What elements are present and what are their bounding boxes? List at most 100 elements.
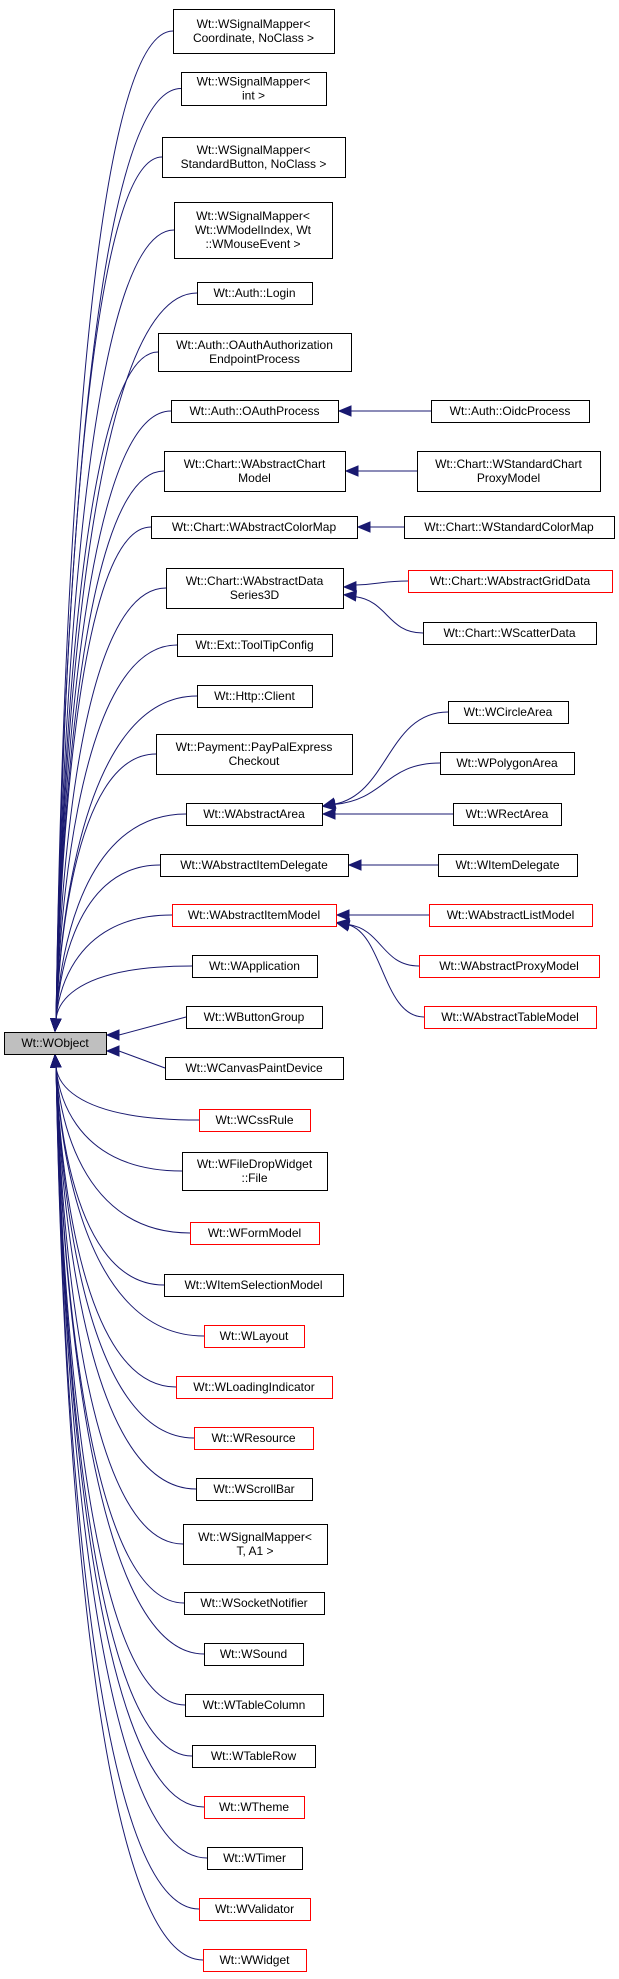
class-node[interactable]: Wt::WTimer [207, 1847, 303, 1870]
class-node-box [197, 685, 313, 708]
class-node[interactable]: Wt::WFileDropWidget::File [182, 1152, 328, 1191]
class-node[interactable]: Wt::WCircleArea [448, 701, 569, 724]
class-node[interactable]: Wt::Chart::WStandardColorMap [404, 516, 615, 539]
class-node[interactable]: Wt::WAbstractArea [186, 803, 323, 826]
class-node[interactable]: Wt::WAbstractListModel [429, 904, 593, 927]
class-node[interactable]: Wt::Auth::OidcProcess [431, 400, 590, 423]
class-node-label: Wt::WModelIndex, Wt [195, 223, 312, 237]
class-node-root: Wt::WObject [4, 1032, 107, 1055]
class-node-box [440, 752, 575, 775]
class-node-box [156, 734, 353, 775]
class-node-label: Wt::WLayout [220, 1329, 289, 1343]
class-node[interactable]: Wt::WItemDelegate [438, 854, 578, 877]
class-node[interactable]: Wt::WCanvasPaintDevice [165, 1057, 344, 1080]
class-node-box [151, 516, 358, 539]
class-node[interactable]: Wt::WCssRule [199, 1109, 311, 1132]
class-node-box [194, 1427, 314, 1450]
inheritance-edge [50, 965, 193, 1033]
class-node[interactable]: Wt::WItemSelectionModel [164, 1274, 344, 1297]
class-node[interactable]: Wt::WTheme [204, 1796, 305, 1819]
class-node-label: Wt::WTimer [223, 1851, 286, 1865]
class-node-box [408, 570, 613, 593]
class-node[interactable]: Wt::WAbstractTableModel [424, 1006, 597, 1029]
class-node[interactable]: Wt::WValidator [199, 1898, 311, 1921]
class-node[interactable]: Wt::WFormModel [190, 1222, 320, 1245]
class-node[interactable]: Wt::WSignalMapper<T, A1 > [183, 1524, 328, 1565]
class-node[interactable]: Wt::WResource [194, 1427, 314, 1450]
class-node[interactable]: Wt::WSignalMapper<int > [181, 72, 327, 106]
class-node-box [448, 701, 569, 724]
class-node-label: Wt::Chart::WAbstractGridData [430, 574, 591, 588]
class-node[interactable]: Wt::WSignalMapper<StandardButton, NoClas… [162, 137, 346, 178]
arrow-head [321, 799, 337, 811]
class-node[interactable]: Wt::WAbstractProxyModel [419, 955, 600, 978]
class-node[interactable]: Wt::Auth::Login [197, 282, 313, 305]
arrow-head [50, 1053, 62, 1068]
class-node[interactable]: Wt::Ext::ToolTipConfig [177, 634, 333, 657]
class-node[interactable]: Wt::WSocketNotifier [184, 1592, 325, 1615]
class-node-box [176, 1376, 333, 1399]
arrow-head [321, 808, 336, 820]
class-node-label: Wt::WAbstractItemDelegate [180, 858, 328, 872]
class-node-label: T, A1 > [236, 1544, 273, 1558]
class-node[interactable]: Wt::WApplication [192, 955, 318, 978]
class-node-label: Wt::Payment::PayPalExpress [176, 740, 333, 754]
class-node-box [453, 803, 562, 826]
class-node[interactable]: Wt::Auth::OAuthAuthorizationEndpointProc… [158, 333, 352, 372]
inheritance-edge [321, 808, 453, 820]
class-node-box [166, 568, 344, 609]
class-node[interactable]: Wt::WAbstractItemModel [172, 904, 337, 927]
class-node-label: Model [238, 471, 271, 485]
arrow-head [105, 1045, 120, 1057]
class-node[interactable]: Wt::WSound [204, 1643, 304, 1666]
class-node-label: Wt::Ext::ToolTipConfig [195, 638, 313, 652]
inheritance-edge [335, 909, 429, 921]
class-node[interactable]: Wt::WRectArea [453, 803, 562, 826]
class-node-label: Wt::WScrollBar [213, 1482, 294, 1496]
class-node[interactable]: Wt::WLoadingIndicator [176, 1376, 333, 1399]
class-node[interactable]: Wt::Chart::WAbstractGridData [408, 570, 613, 593]
class-node-box [192, 1745, 316, 1768]
class-node[interactable]: Wt::WLayout [204, 1325, 305, 1348]
class-node-box [186, 803, 323, 826]
class-node-label: Wt::WSignalMapper< [196, 209, 310, 223]
arrow-head [344, 465, 359, 477]
class-node-label: Wt::WRectArea [466, 807, 549, 821]
class-node[interactable]: Wt::WSignalMapper<Coordinate, NoClass > [173, 9, 335, 54]
class-node-label: Wt::Chart::WAbstractData [186, 574, 324, 588]
class-node-label: Wt::WResource [211, 1431, 295, 1445]
class-node[interactable]: Wt::WTableRow [192, 1745, 316, 1768]
inheritance-edge [50, 1053, 205, 1655]
inheritance-edge [335, 918, 420, 967]
class-node[interactable]: Wt::WButtonGroup [186, 1006, 323, 1029]
class-node[interactable]: Wt::Chart::WAbstractColorMap [151, 516, 358, 539]
inheritance-edge [50, 864, 161, 1033]
class-node[interactable]: Wt::Http::Client [197, 685, 313, 708]
class-node-box [424, 1006, 597, 1029]
class-node[interactable]: Wt::WTableColumn [185, 1694, 324, 1717]
class-node-label: Wt::Chart::WStandardColorMap [424, 520, 594, 534]
class-node[interactable]: Wt::WPolygonArea [440, 752, 575, 775]
class-node-label: Wt::WSignalMapper< [197, 17, 311, 31]
class-node-box [164, 451, 346, 492]
class-node-label: Wt::WSignalMapper< [198, 1530, 312, 1544]
class-node-label: int > [242, 89, 265, 103]
inheritance-edge [50, 1053, 205, 1808]
inheritance-edge [321, 762, 441, 811]
inheritance-edge [50, 1053, 200, 1910]
class-node[interactable]: Wt::WScrollBar [196, 1478, 313, 1501]
inheritance-edge [105, 1016, 187, 1041]
class-node[interactable]: Wt::Chart::WScatterData [423, 622, 597, 645]
class-node[interactable]: Wt::Auth::OAuthProcess [171, 400, 339, 423]
arrow-head [342, 581, 357, 593]
class-node[interactable]: Wt::WWidget [203, 1949, 307, 1972]
class-node-label: Wt::Auth::OidcProcess [450, 404, 571, 418]
class-node-box [204, 1643, 304, 1666]
class-node-box [199, 1109, 311, 1132]
class-node[interactable]: Wt::WSignalMapper<Wt::WModelIndex, Wt::W… [174, 202, 333, 259]
class-node[interactable]: Wt::WAbstractItemDelegate [160, 854, 349, 877]
